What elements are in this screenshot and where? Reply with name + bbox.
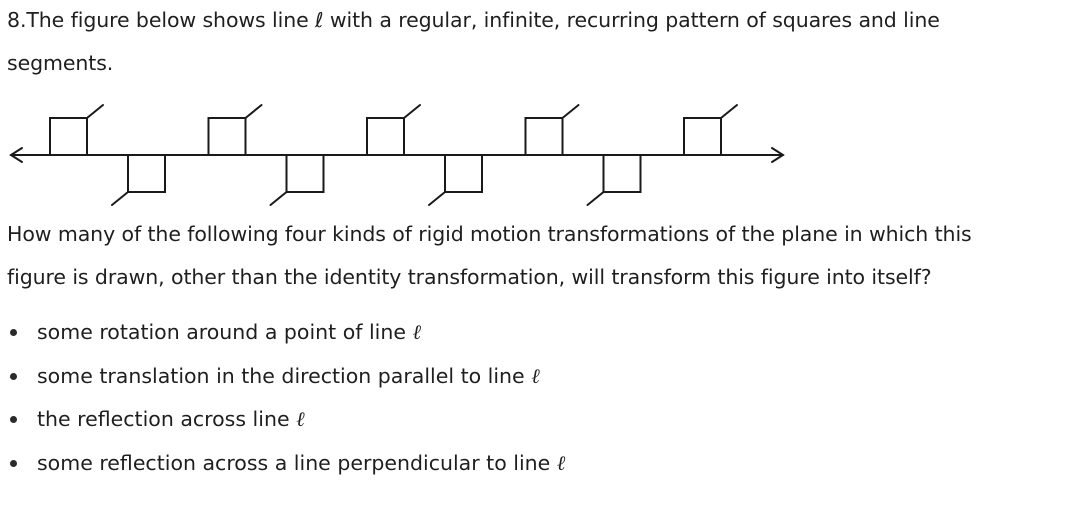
line-symbol: ℓ bbox=[556, 451, 566, 476]
upper-diagonal-segment bbox=[244, 104, 263, 119]
question-line-2: segments. bbox=[7, 51, 114, 75]
upper-square bbox=[49, 117, 88, 156]
question-line-1: 8.The figure below shows line ℓ with a r… bbox=[7, 8, 940, 32]
left-arrowhead bbox=[9, 147, 23, 163]
lower-square bbox=[444, 154, 483, 193]
upper-diagonal-segment bbox=[86, 104, 104, 119]
option-label: the reflection across line bbox=[37, 407, 297, 432]
upper-square bbox=[207, 117, 247, 156]
lower-square bbox=[127, 154, 166, 193]
upper-diagonal-segment bbox=[561, 104, 580, 119]
line-symbol: ℓ bbox=[412, 320, 422, 344]
upper-square bbox=[524, 117, 564, 156]
lower-diagonal-segment bbox=[111, 191, 129, 206]
right-arrowhead bbox=[771, 147, 785, 163]
upper-square bbox=[683, 117, 722, 156]
option-label: some reflection across a line perpendicu… bbox=[37, 451, 557, 476]
option-text: some translation in the direction parall… bbox=[37, 363, 540, 389]
lower-diagonal-segment bbox=[428, 191, 446, 206]
lower-square bbox=[285, 154, 325, 193]
bullet-icon bbox=[10, 372, 17, 380]
line-symbol: ℓ bbox=[296, 407, 305, 432]
bullet-icon bbox=[10, 416, 17, 424]
bullet-icon bbox=[10, 460, 17, 468]
bullet-icon bbox=[10, 329, 17, 336]
option-label: some translation in the direction parall… bbox=[37, 363, 532, 388]
upper-diagonal-segment bbox=[720, 104, 738, 119]
option-text: some rotation around a point of line ℓ bbox=[37, 319, 421, 345]
upper-diagonal-segment bbox=[403, 104, 421, 119]
option-text: some reflection across a line perpendicu… bbox=[37, 450, 565, 476]
line-symbol: ℓ bbox=[531, 363, 540, 388]
upper-square bbox=[366, 117, 405, 156]
line-pattern-figure bbox=[9, 104, 785, 206]
option-label: some rotation around a point of line bbox=[37, 320, 413, 344]
option-text: the reflection across line ℓ bbox=[37, 406, 305, 432]
prompt-line-2: figure is drawn, other than the identity… bbox=[7, 265, 932, 289]
lower-diagonal-segment bbox=[586, 191, 605, 206]
lower-square bbox=[602, 154, 642, 193]
lower-diagonal-segment bbox=[269, 191, 288, 206]
prompt-line-1: How many of the following four kinds of … bbox=[7, 222, 972, 246]
